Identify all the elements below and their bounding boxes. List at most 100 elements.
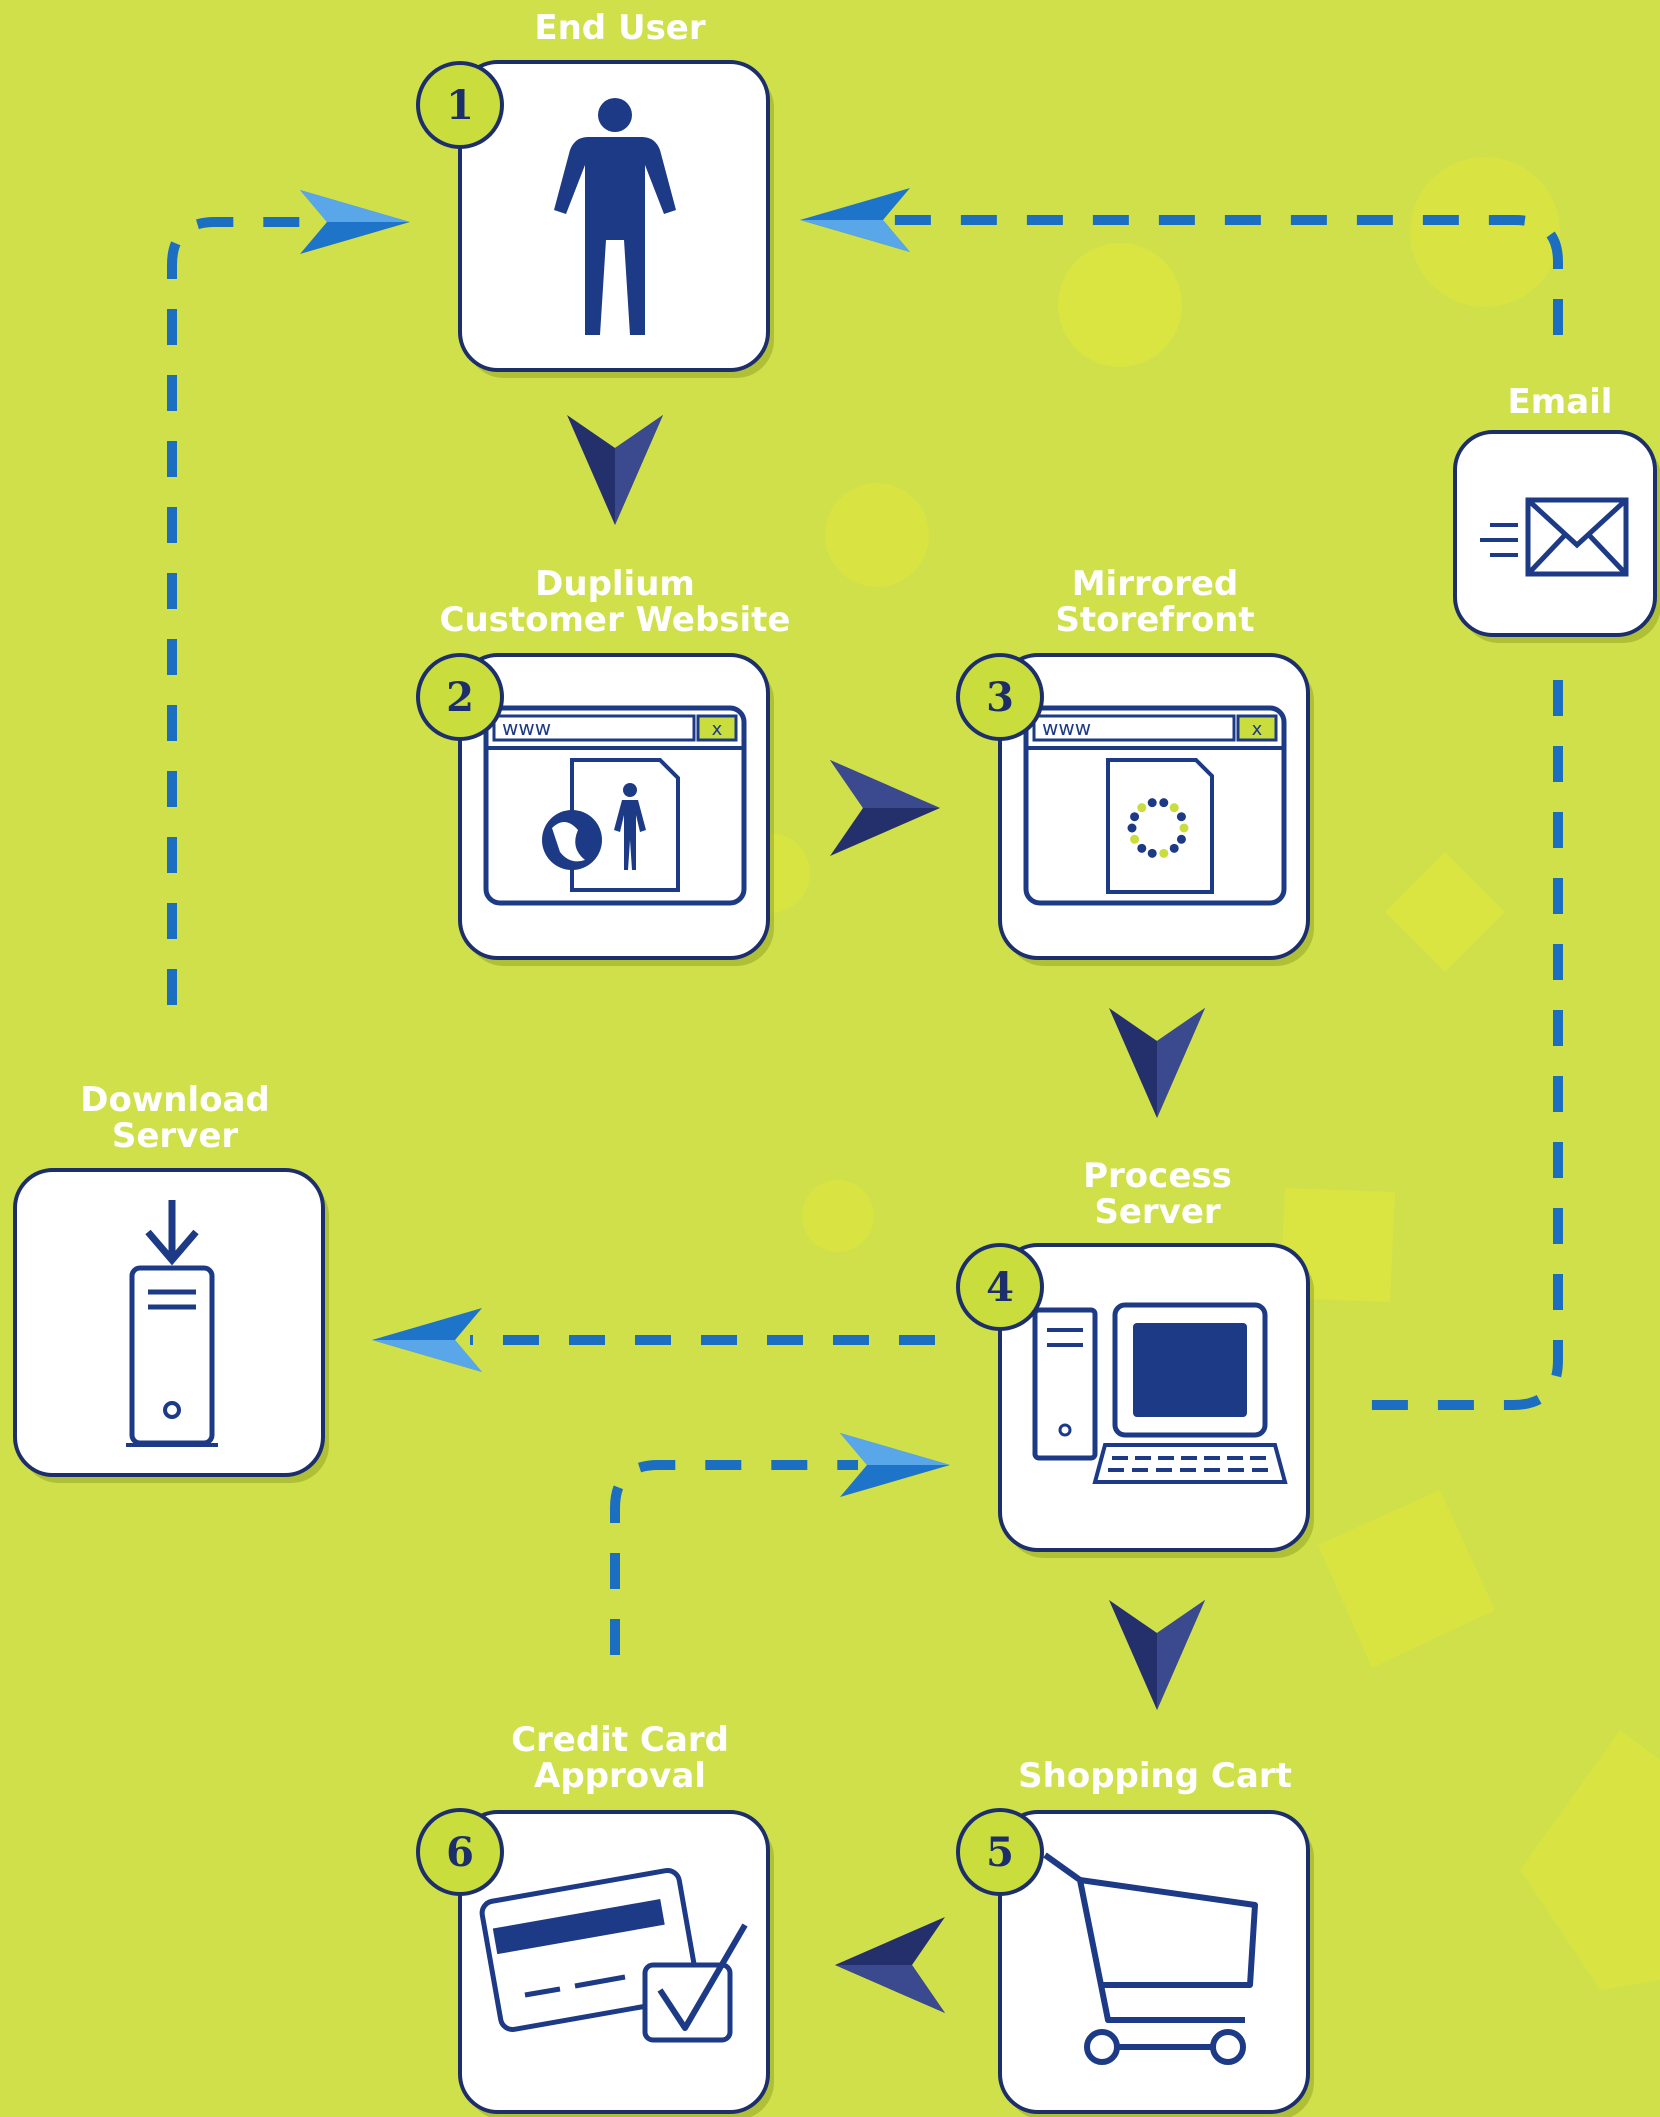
connector-server-to-email — [1370, 680, 1563, 1410]
badge-number: 1 — [446, 82, 474, 129]
card-shopping-cart — [998, 1810, 1314, 2117]
decor-circle — [802, 1180, 874, 1252]
label-line: Credit Card — [511, 1720, 729, 1760]
download-arrow-head — [145, 1229, 199, 1266]
close-icon: x — [712, 719, 723, 740]
decor-square — [1318, 1490, 1495, 1668]
flow-arrow-cart-to-card — [835, 1917, 945, 2013]
globe-continent — [552, 821, 585, 862]
card-customer-website: www x — [458, 653, 774, 966]
spinner-dot — [1159, 798, 1169, 808]
person-body — [554, 137, 676, 335]
person-small-head — [623, 783, 637, 797]
badge-6: 6 — [416, 1808, 504, 1896]
browser-url-text: www — [502, 716, 551, 740]
arrowhead-highlight — [300, 190, 410, 222]
spinner-dot — [1137, 843, 1147, 853]
card-line — [574, 1974, 626, 1989]
arrowhead-to-download — [372, 1308, 482, 1372]
connector-card-to-server — [610, 1460, 858, 1655]
badge-1: 1 — [416, 61, 504, 149]
badge-number: 5 — [986, 1829, 1014, 1876]
person-small-icon — [614, 800, 646, 870]
cart-wheel — [1210, 2029, 1246, 2065]
person-icon — [554, 98, 676, 335]
spinner-dot — [1130, 834, 1140, 844]
flow-arrow-server-to-cart — [1109, 1600, 1205, 1710]
label-mirrored-storefront: Mirrored Storefront — [1000, 566, 1310, 638]
computer-icon — [1032, 1302, 1288, 1484]
cart-wheel — [1084, 2029, 1120, 2065]
label-line: Mirrored — [1071, 564, 1239, 604]
keyboard — [1092, 1443, 1288, 1484]
badge-number: 6 — [446, 1829, 474, 1876]
server-button — [163, 1401, 181, 1419]
spinner-dot — [1127, 823, 1137, 833]
spinner-dot — [1130, 812, 1140, 822]
card-end-user — [458, 60, 774, 378]
spinner-dot — [1176, 834, 1186, 844]
credit-card-check-icon — [479, 1868, 748, 2043]
envelope-flap — [1526, 498, 1628, 576]
arrowhead-highlight — [835, 1965, 945, 2013]
badge-4: 4 — [956, 1243, 1044, 1331]
badge-number: 2 — [446, 674, 474, 721]
label-line: Shopping Cart — [1018, 1756, 1292, 1796]
label-line: Duplium — [535, 564, 695, 604]
card-email — [1453, 430, 1660, 643]
dashed-connectors — [167, 215, 1563, 1655]
badge-circle — [956, 653, 1044, 741]
spinner-dot — [1147, 798, 1157, 808]
label-line: End User — [534, 8, 706, 48]
label-shopping-cart: Shopping Cart — [985, 1758, 1325, 1794]
label-line: Approval — [534, 1756, 706, 1796]
spinner-dot — [1169, 843, 1179, 853]
decor-circle — [1410, 157, 1560, 307]
arrowhead-highlight — [840, 1433, 950, 1465]
card-credit-card-approval — [458, 1810, 774, 2117]
badge-circle — [956, 1243, 1044, 1331]
spinner-dot — [1147, 848, 1157, 858]
document-icon — [1106, 758, 1214, 894]
label-line: Storefront — [1055, 600, 1255, 640]
spinner-dot — [1179, 823, 1189, 833]
browser-close-box — [696, 714, 738, 742]
badge-number: 4 — [986, 1264, 1014, 1311]
spinner-icon — [1127, 798, 1189, 858]
label-end-user: End User — [460, 10, 780, 46]
decor-circle — [825, 483, 929, 587]
spinner-dot — [1137, 803, 1147, 813]
label-line: Email — [1507, 382, 1613, 422]
spinner-dot — [1169, 803, 1179, 813]
card-stripe — [492, 1899, 665, 1955]
connector-download-to-user — [167, 217, 305, 1005]
arrowhead-highlight — [1157, 1600, 1205, 1710]
flow-arrow-storefront-to-server — [1109, 1008, 1205, 1118]
decor-diamond — [1385, 852, 1505, 972]
connector-email-to-user — [888, 215, 1563, 335]
check-icon — [657, 1923, 748, 2031]
spinner-dot — [1176, 812, 1186, 822]
shopping-cart-icon — [1043, 1852, 1258, 2065]
close-icon: x — [1252, 719, 1263, 740]
card-download-server — [13, 1168, 329, 1483]
badge-3: 3 — [956, 653, 1044, 741]
cart-basket — [1079, 1877, 1258, 1988]
arrowhead-highlight — [372, 1340, 482, 1372]
label-line: Customer Website — [439, 600, 791, 640]
flow-arrow-website-to-storefront — [830, 760, 940, 856]
arrowhead-highlight — [1157, 1008, 1205, 1118]
email-icon — [1480, 497, 1629, 577]
browser-close-box — [1236, 714, 1278, 742]
badge-circle — [416, 1808, 504, 1896]
badge-circle — [416, 653, 504, 741]
download-server-icon — [126, 1200, 218, 1447]
badge-2: 2 — [416, 653, 504, 741]
label-line: Process — [1083, 1156, 1232, 1196]
label-credit-card-approval: Credit Card Approval — [460, 1722, 780, 1794]
card-process-server — [998, 1243, 1314, 1558]
arrowhead-to-server — [840, 1433, 950, 1497]
